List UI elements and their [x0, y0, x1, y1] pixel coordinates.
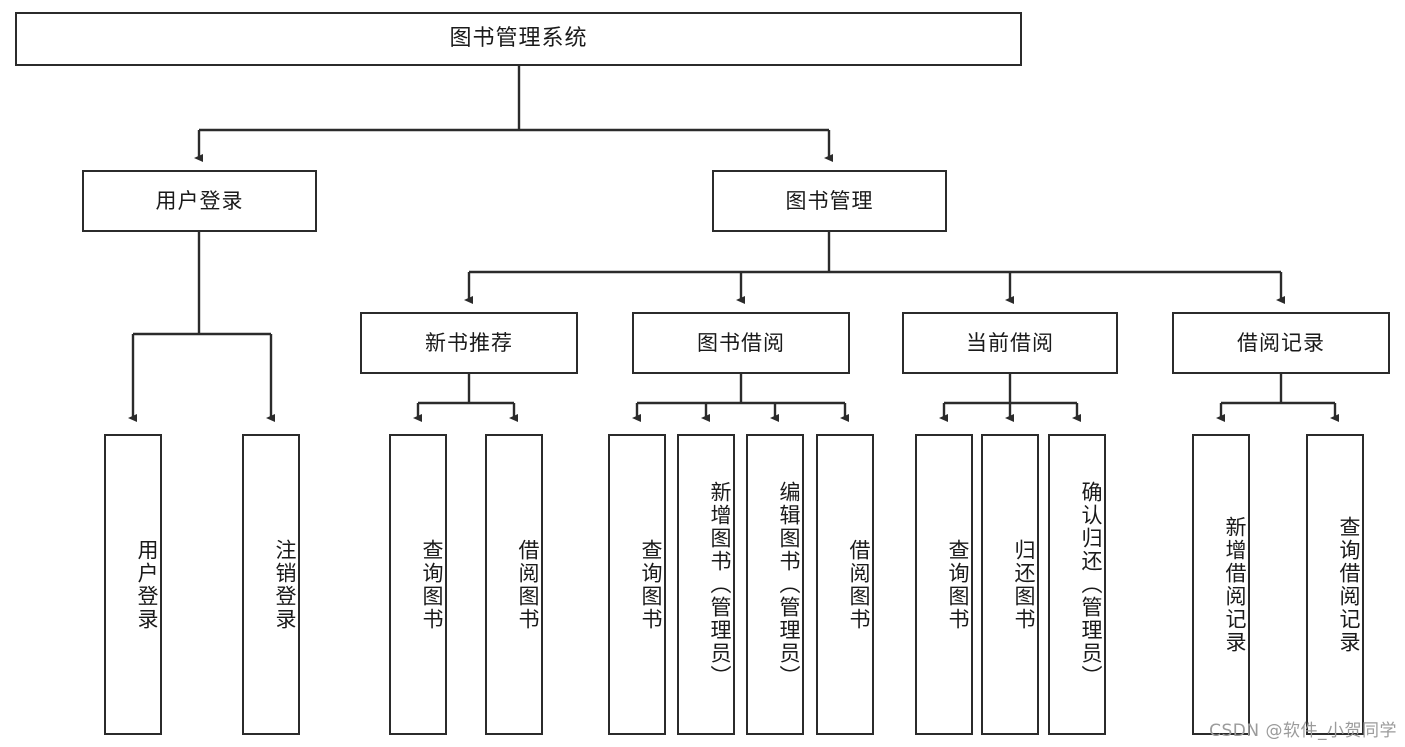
node-label: 用户登录	[135, 538, 159, 631]
node-label: 确认归还（管理员）	[1079, 481, 1103, 688]
leaf-user-login-login[interactable]: 用户登录	[104, 434, 162, 735]
node-new-book-recommend[interactable]: 新书推荐	[360, 312, 578, 374]
leaf-book-borrow-add-book-admin[interactable]: 新增图书（管理员）	[677, 434, 735, 735]
leaf-book-borrow-borrow-book[interactable]: 借阅图书	[816, 434, 874, 735]
node-borrow-record[interactable]: 借阅记录	[1172, 312, 1390, 374]
leaf-current-borrow-confirm-return-admin[interactable]: 确认归还（管理员）	[1048, 434, 1106, 735]
node-label: 借阅图书	[516, 538, 540, 631]
node-label: 新增借阅记录	[1223, 515, 1247, 654]
watermark-text: CSDN @软件_小贺同学	[1209, 721, 1397, 741]
leaf-user-login-logout[interactable]: 注销登录	[242, 434, 300, 735]
node-label: 查询图书	[420, 538, 444, 631]
node-label: 查询图书	[639, 538, 663, 631]
node-label: 借阅记录	[1237, 330, 1325, 355]
node-user-login[interactable]: 用户登录	[82, 170, 317, 232]
node-label: 当前借阅	[966, 330, 1054, 355]
leaf-book-borrow-query-book[interactable]: 查询图书	[608, 434, 666, 735]
leaf-current-borrow-return-book[interactable]: 归还图书	[981, 434, 1039, 735]
leaf-book-borrow-edit-book-admin[interactable]: 编辑图书（管理员）	[746, 434, 804, 735]
node-label: 图书借阅	[697, 330, 785, 355]
leaf-new-book-query-book[interactable]: 查询图书	[389, 434, 447, 735]
leaf-borrow-record-add-record[interactable]: 新增借阅记录	[1192, 434, 1250, 735]
node-label: 查询借阅记录	[1337, 515, 1361, 654]
node-book-borrow[interactable]: 图书借阅	[632, 312, 850, 374]
node-label: 查询图书	[946, 538, 970, 631]
node-label: 新书推荐	[425, 330, 513, 355]
leaf-current-borrow-query-book[interactable]: 查询图书	[915, 434, 973, 735]
leaf-new-book-borrow-book[interactable]: 借阅图书	[485, 434, 543, 735]
leaf-borrow-record-query-record[interactable]: 查询借阅记录	[1306, 434, 1364, 735]
node-root-book-management-system[interactable]: 图书管理系统	[15, 12, 1022, 66]
node-label: 图书管理系统	[449, 26, 588, 52]
node-label: 图书管理	[785, 188, 874, 213]
node-current-borrow[interactable]: 当前借阅	[902, 312, 1118, 374]
node-label: 注销登录	[273, 538, 297, 631]
node-label: 新增图书（管理员）	[708, 481, 732, 688]
node-label: 用户登录	[155, 188, 244, 213]
node-label: 归还图书	[1012, 538, 1036, 631]
node-book-management[interactable]: 图书管理	[712, 170, 947, 232]
node-label: 借阅图书	[847, 538, 871, 631]
node-label: 编辑图书（管理员）	[777, 481, 801, 688]
